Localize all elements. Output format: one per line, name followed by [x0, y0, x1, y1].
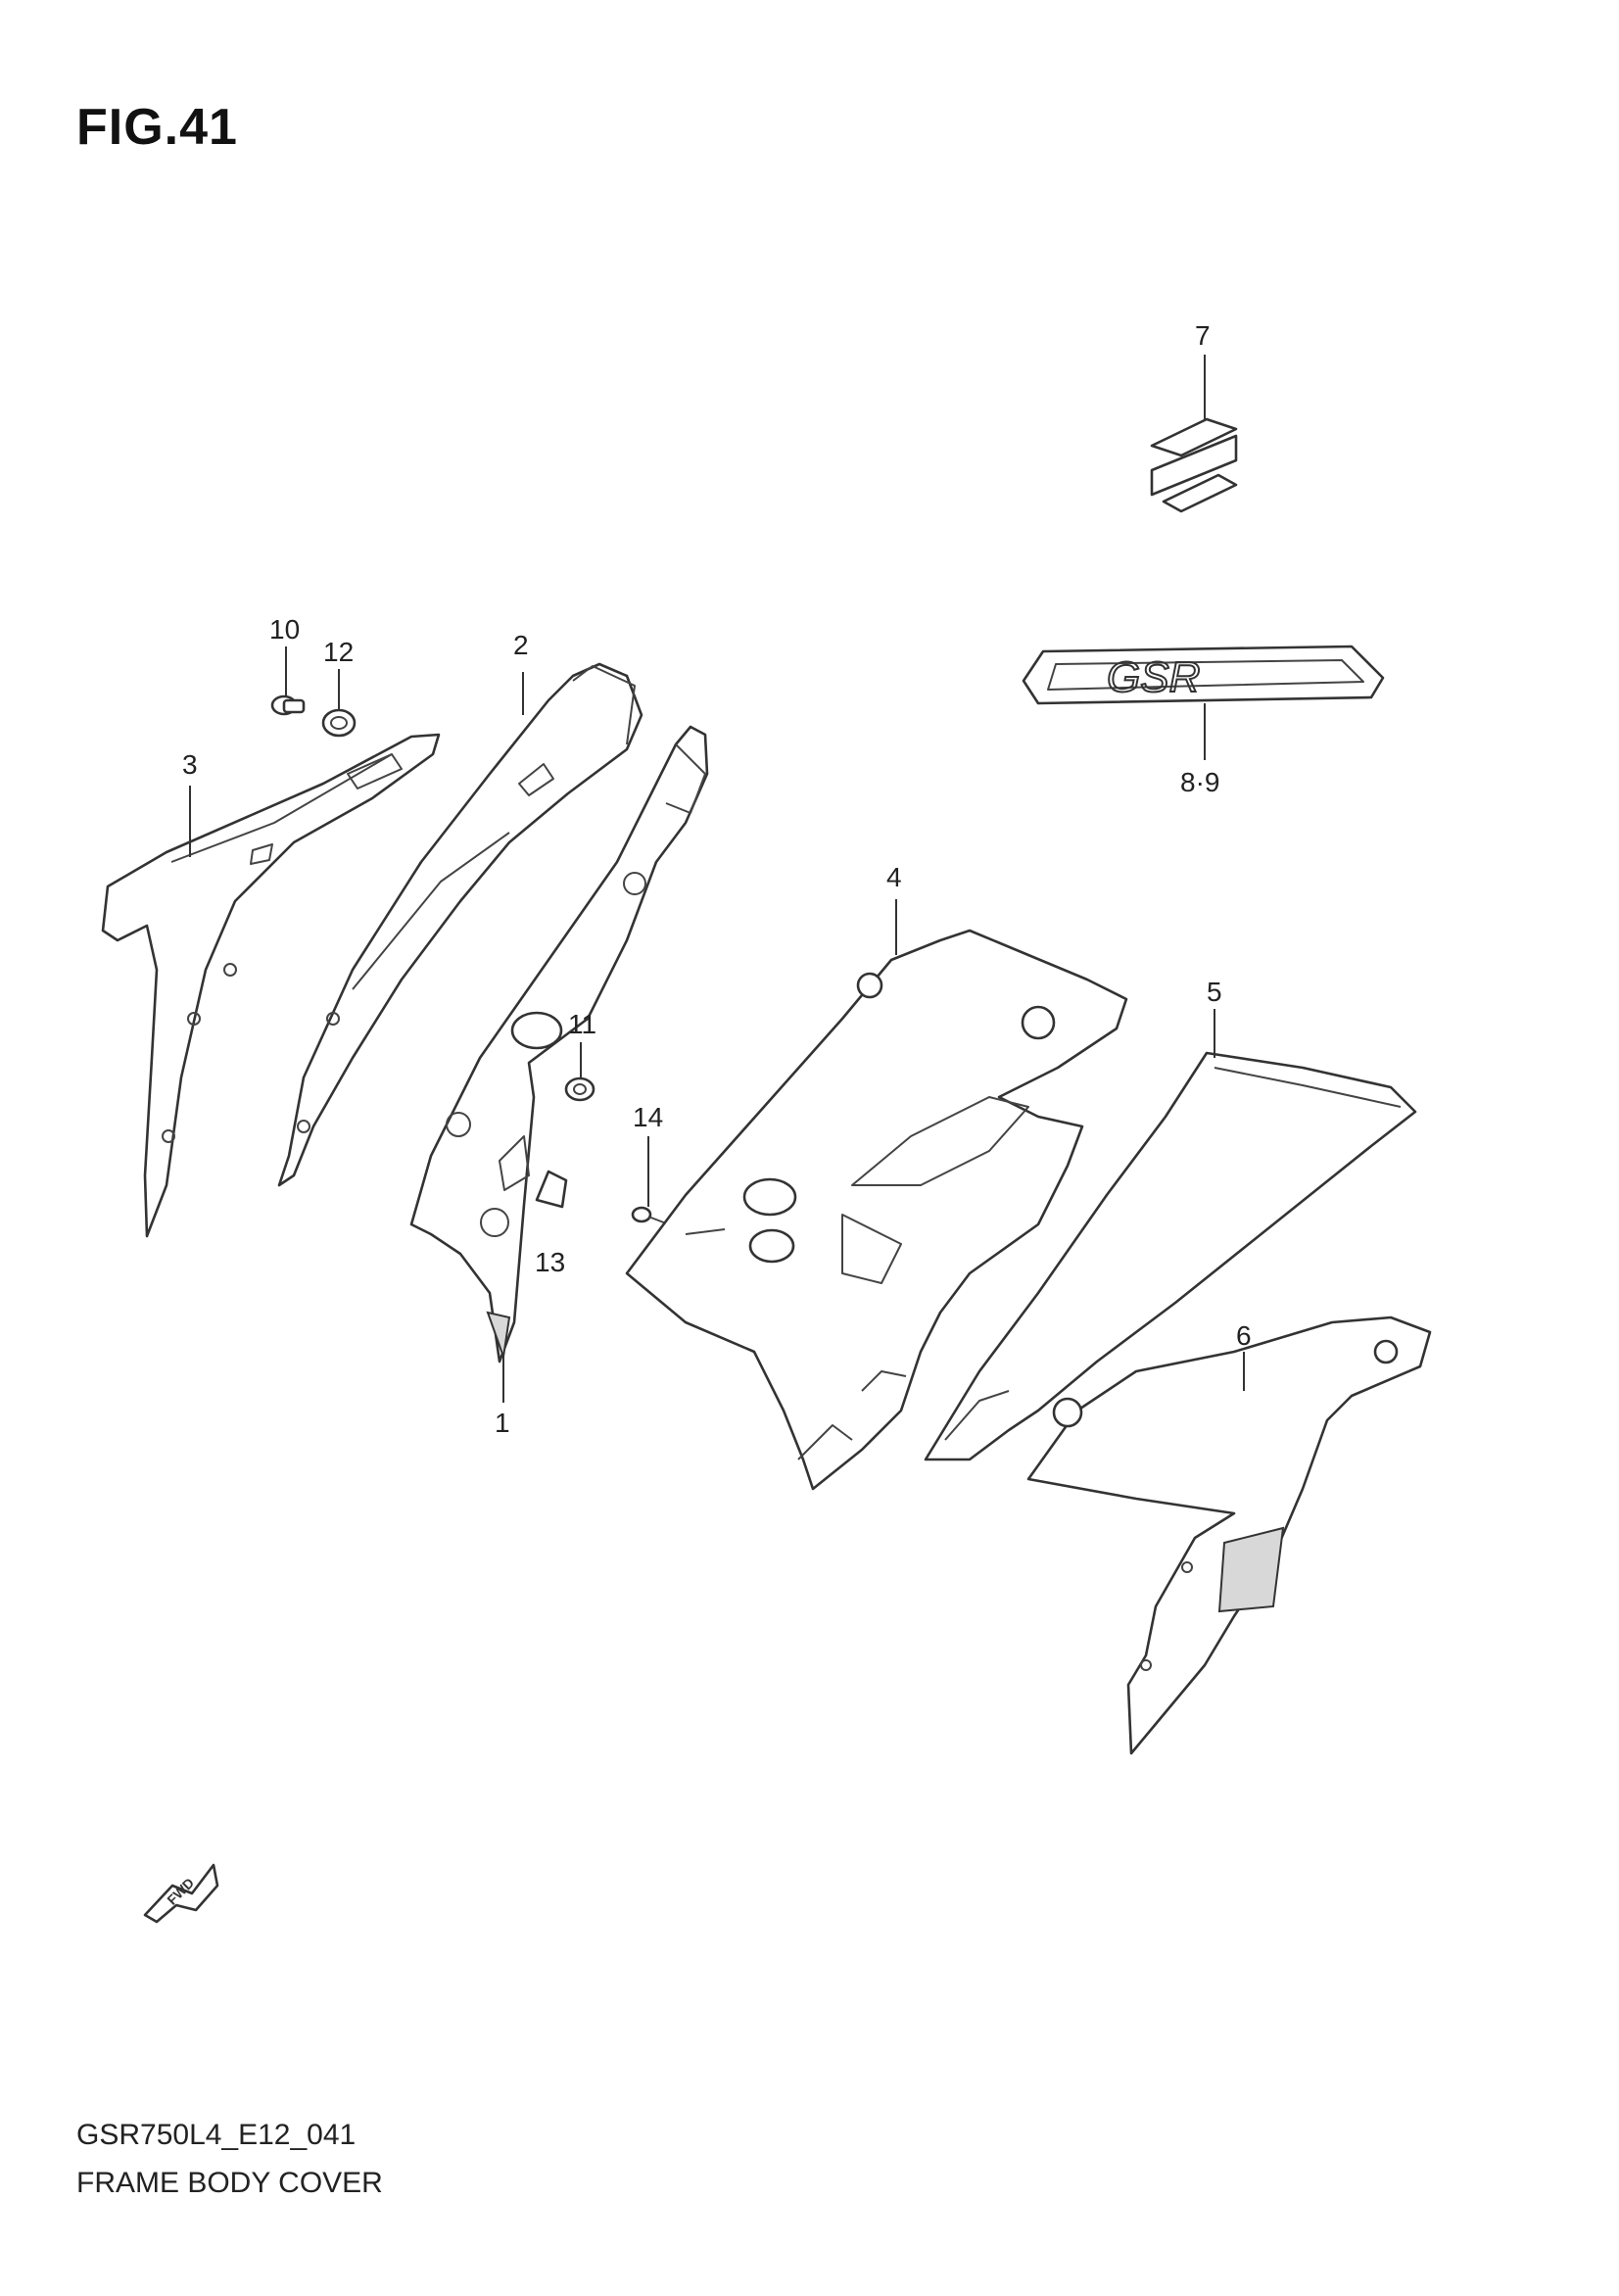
callout-11: 11 [568, 1009, 596, 1039]
part-10-bolt [270, 694, 306, 716]
callout-5: 5 [1207, 977, 1222, 1007]
callout-7: 7 [1195, 320, 1211, 351]
part-1-cover [409, 725, 709, 1363]
gsr-logo-text: GSR [1107, 653, 1200, 701]
callout-13: 13 [535, 1247, 565, 1277]
part-5-panel [924, 1051, 1417, 1461]
part-13-cushion [535, 1170, 568, 1209]
callout-4: 4 [886, 862, 902, 892]
figure-title: FIG.41 [76, 99, 238, 156]
callout-3: 3 [182, 749, 198, 780]
part-2-cover [277, 662, 643, 1187]
callout-8-9: 8·9 [1180, 767, 1219, 797]
part-8-9-gsr-emblem: GSR [1022, 645, 1385, 705]
callout-14: 14 [633, 1102, 663, 1132]
callout-2: 2 [513, 630, 529, 660]
figure-code: GSR750L4_E12_041 [76, 2119, 357, 2151]
part-11-nut [564, 1076, 595, 1102]
part-1-grommet [510, 1011, 563, 1050]
part-6-cover [1026, 1315, 1432, 1755]
callout-12: 12 [323, 637, 354, 667]
fwd-arrow-icon: FWD [143, 1863, 219, 1924]
leader-lines [189, 355, 1245, 1403]
part-4-cover [625, 929, 1128, 1491]
part-3-cover [101, 733, 441, 1238]
part-12-grommet [321, 708, 357, 738]
callout-6: 6 [1236, 1320, 1252, 1351]
callout-1: 1 [495, 1408, 510, 1438]
figure-name: FRAME BODY COVER [76, 2167, 383, 2199]
callout-10: 10 [269, 614, 300, 645]
part-7-emblem [1150, 417, 1238, 513]
callout-labels: 7 8·9 10 12 3 2 4 5 11 14 13 1 6 [182, 320, 1252, 1438]
